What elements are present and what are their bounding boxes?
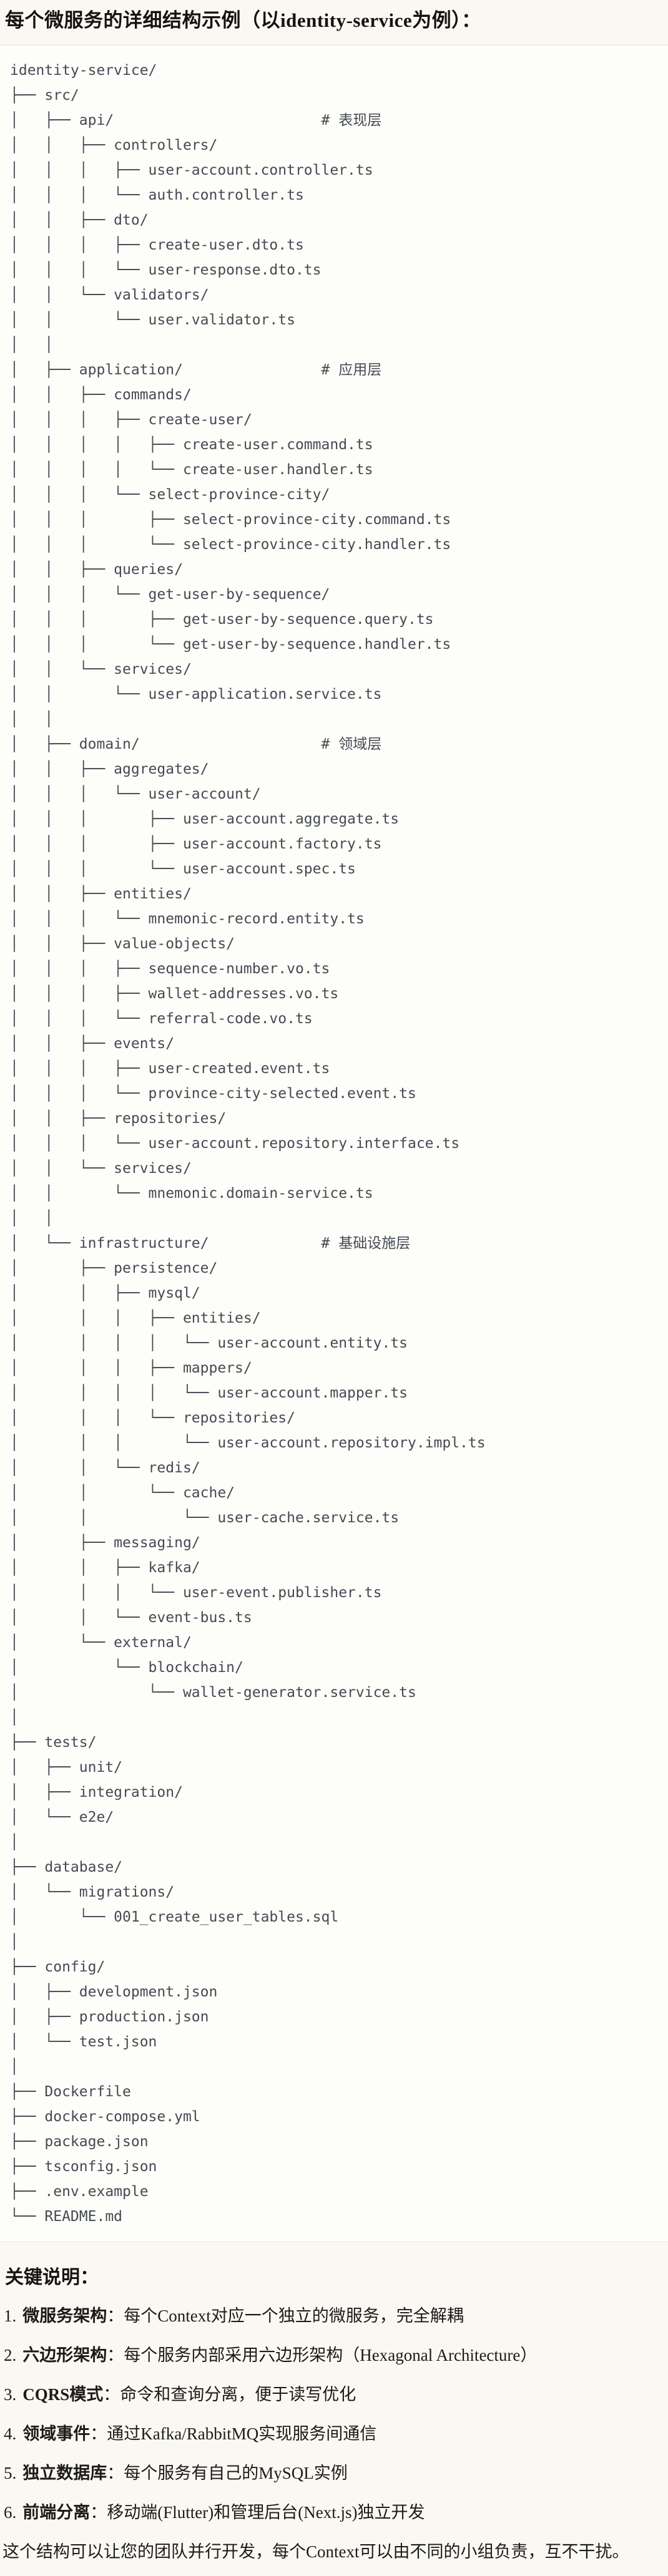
notes-heading: 关键说明： bbox=[5, 2267, 99, 2288]
note-separator: ： bbox=[107, 2306, 124, 2325]
note-separator: ： bbox=[90, 2503, 107, 2522]
note-text: 通过Kafka/RabbitMQ实现服务间通信 bbox=[107, 2424, 377, 2443]
note-label: 领域事件 bbox=[22, 2424, 91, 2443]
note-text: 每个Context对应一个独立的微服务，完全解耦 bbox=[124, 2306, 464, 2325]
note-text: 移动端(Flutter)和管理后台(Next.js)独立开发 bbox=[107, 2503, 425, 2522]
note-item: 6. 前端分离：移动端(Flutter)和管理后台(Next.js)独立开发 bbox=[4, 2500, 668, 2525]
note-item: 5. 独立数据库：每个服务有自己的MySQL实例 bbox=[4, 2461, 668, 2486]
note-separator: ： bbox=[107, 2346, 124, 2365]
note-item: 3. CQRS模式：命令和查询分离，便于读写优化 bbox=[4, 2382, 668, 2407]
note-number: 1. bbox=[4, 2306, 17, 2325]
note-separator: ： bbox=[90, 2424, 107, 2443]
note-number: 6. bbox=[4, 2503, 17, 2522]
note-item: 2. 六边形架构：每个服务内部采用六边形架构（Hexagonal Architec… bbox=[4, 2343, 668, 2368]
note-number: 2. bbox=[4, 2346, 17, 2365]
note-text: 每个服务内部采用六边形架构（Hexagonal Architecture） bbox=[124, 2346, 538, 2365]
note-separator: ： bbox=[103, 2385, 120, 2404]
note-number: 4. bbox=[4, 2424, 17, 2443]
note-label: 微服务架构 bbox=[22, 2306, 107, 2325]
note-label: 六边形架构 bbox=[22, 2346, 107, 2365]
note-item: 4. 领域事件：通过Kafka/RabbitMQ实现服务间通信 bbox=[4, 2421, 668, 2446]
note-label: CQRS模式 bbox=[22, 2385, 104, 2404]
note-separator: ： bbox=[107, 2464, 124, 2482]
tree-content: identity-service/ ├── src/ │ ├── api/ # … bbox=[10, 62, 486, 2225]
note-item: 1. 微服务架构：每个Context对应一个独立的微服务，完全解耦 bbox=[4, 2303, 668, 2328]
document: 每个微服务的详细结构示例（以identity-service为例）： ident… bbox=[0, 7, 668, 2564]
note-label: 前端分离 bbox=[22, 2503, 91, 2522]
closing-paragraph: 这个结构可以让您的团队并行开发，每个Context可以由不同的小组负责，互不干扰… bbox=[2, 2542, 629, 2561]
page-title: 每个微服务的详细结构示例（以identity-service为例）： bbox=[5, 9, 481, 31]
note-number: 5. bbox=[4, 2464, 17, 2482]
note-label: 独立数据库 bbox=[22, 2464, 107, 2482]
note-text: 每个服务有自己的MySQL实例 bbox=[124, 2464, 348, 2482]
note-text: 命令和查询分离，便于读写优化 bbox=[120, 2385, 356, 2404]
code-block: identity-service/ ├── src/ │ ├── api/ # … bbox=[0, 45, 668, 2242]
note-number: 3. bbox=[4, 2385, 17, 2404]
